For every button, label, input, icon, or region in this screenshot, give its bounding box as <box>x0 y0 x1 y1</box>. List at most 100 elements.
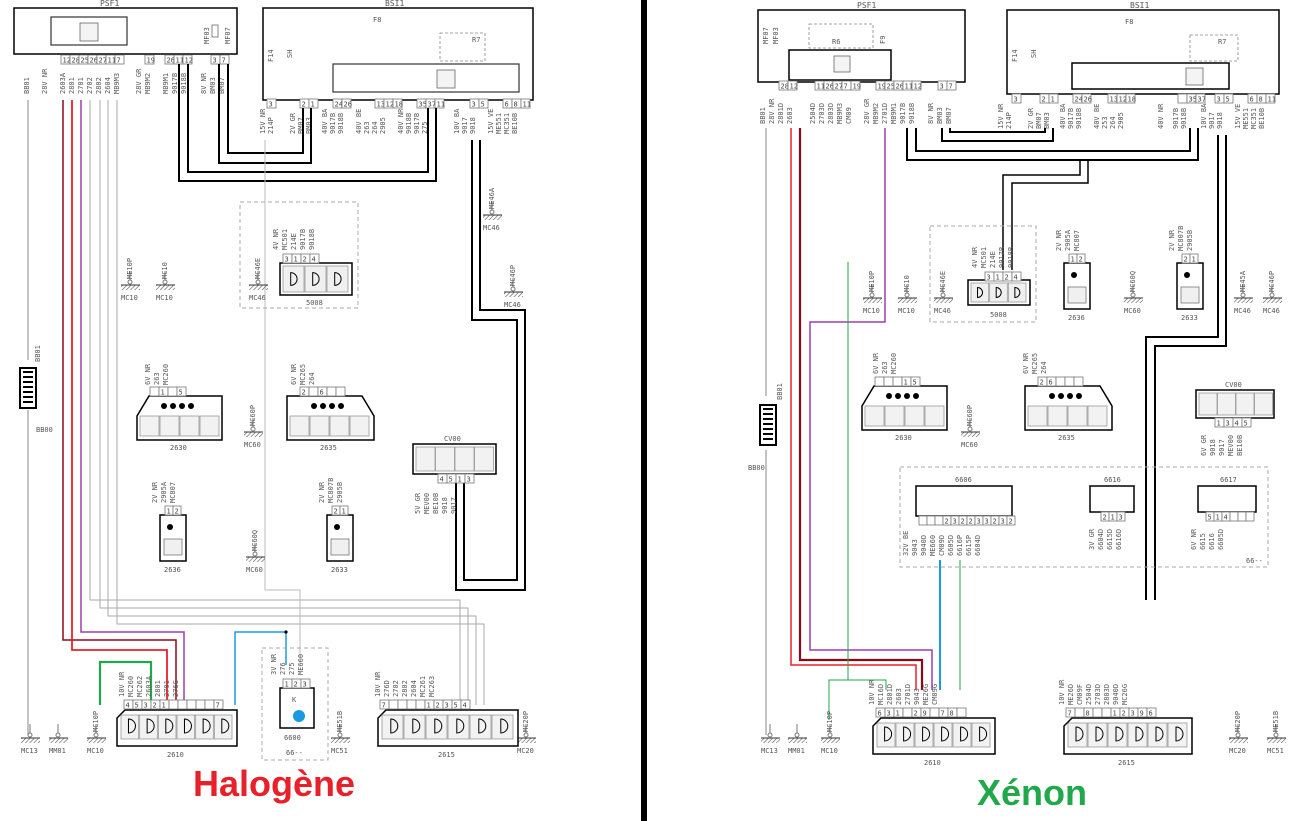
6617-pin-label: 4 <box>1224 514 1228 522</box>
ground-terminal <box>489 209 495 215</box>
bsi1-pin-label: 24 <box>335 101 343 109</box>
2630-wire-label: 6V NR <box>144 363 152 385</box>
wire-2603a <box>62 100 177 705</box>
wire-label: 2603A <box>145 675 153 697</box>
ground-label: MC46 <box>1234 307 1251 315</box>
lamp-icon <box>183 718 192 734</box>
bsi1-pin-label: 12 <box>386 101 394 109</box>
lamp-icon <box>146 718 155 734</box>
lamp-cell <box>491 714 514 740</box>
pin-cell <box>1116 511 1126 522</box>
lamp-icon <box>202 718 211 734</box>
6600-lamp-icon <box>293 710 305 722</box>
wire-label: MC807B <box>1177 226 1185 251</box>
lamp-cell <box>864 405 885 427</box>
6606-wire-label: CM09D <box>938 535 946 556</box>
wire-label: MC807 <box>1073 230 1081 251</box>
psf1-wire-label: 2703D <box>818 103 826 124</box>
ground-icon <box>517 738 536 743</box>
5008-pin-label: 1 <box>996 274 1000 282</box>
pin-cell <box>1074 707 1085 718</box>
psf1-pin-label: 3 <box>940 83 944 91</box>
lamp-icon <box>1014 286 1021 299</box>
pin-cell <box>1146 707 1157 718</box>
bulb-icon <box>1184 272 1190 278</box>
ground-label: MC46 <box>504 301 521 309</box>
bsi1-wire-label: 40V BE <box>355 109 363 134</box>
psf1-wire-label: 2604 <box>104 77 112 94</box>
lamp-cell <box>179 415 200 437</box>
5008-pin-label: 2 <box>1005 274 1009 282</box>
bus-9018b <box>187 64 429 173</box>
6616-pin-label: 2 <box>1103 514 1107 522</box>
psf1-wire-label: 9018B <box>908 103 916 124</box>
bsi1-wire-label: 9018B <box>1180 108 1188 129</box>
2635-wire-label: 264 <box>308 372 316 385</box>
bsi1-pin-label: 1 <box>311 101 315 109</box>
bsi1-wire-label: 9017 <box>461 117 469 134</box>
6600-id: 6600 <box>284 734 301 742</box>
bsi1-pin-label: 1 <box>1051 96 1055 104</box>
psf1-wire-label: 8V NR <box>200 72 208 94</box>
ground-wire-label: MC46P <box>509 265 517 286</box>
6606-wire-label: 9043 <box>911 539 919 556</box>
6606-pin-label: 2 <box>945 518 949 526</box>
wire-label: MC260 <box>127 676 135 697</box>
pin-cell <box>911 80 922 91</box>
psf1-wire-label: 28V GR <box>863 98 871 124</box>
lamp-icon <box>922 726 931 742</box>
fuse-label: MF07 <box>762 27 770 44</box>
pin-cell <box>956 707 967 718</box>
lamp-cell <box>1087 405 1108 427</box>
6606-wire-label: 32V BE <box>902 531 910 556</box>
6600-group: 66-- <box>286 749 303 757</box>
pin-cell <box>177 699 188 710</box>
lamp-cell <box>952 722 972 748</box>
ground-icon <box>863 298 882 303</box>
bsi1-wire-label: BE10B <box>511 113 519 134</box>
ground-wire-label: MC20P <box>522 711 530 732</box>
ground-terminal <box>93 732 99 738</box>
pin-label: 5 <box>135 702 139 710</box>
psf1-pin-label: 12 <box>790 83 798 91</box>
bus-9018 <box>463 140 518 581</box>
lamp-cell <box>120 714 140 740</box>
pin-cell <box>1011 271 1022 282</box>
wire-label: CM09G <box>931 684 939 705</box>
lamp-cell <box>1147 722 1168 748</box>
bsi1-wire-label: MC351 <box>1250 108 1258 129</box>
lamp-cell <box>876 722 896 748</box>
psf1-box <box>13 7 238 55</box>
wire-label: CM09F <box>1076 684 1084 705</box>
lamp-cell <box>326 265 349 293</box>
bsi1-wire-label: BM07 <box>297 117 305 134</box>
wire-label: 9040D <box>1112 684 1120 705</box>
pin-cell <box>910 376 921 387</box>
ground-label: MC10 <box>156 294 173 302</box>
ground-wire-label: ME45A <box>1239 270 1247 292</box>
ground-terminal <box>1130 292 1136 298</box>
pin-cell <box>341 98 352 109</box>
pin-label: 1 <box>427 702 431 710</box>
lamp-cell <box>139 415 160 437</box>
ground-label: MC10 <box>898 307 915 315</box>
bsi1-wire-label: 2V GR <box>1027 107 1035 129</box>
pin-cell <box>1177 93 1188 104</box>
ground-wire-label: MC20P <box>1234 711 1242 732</box>
pin-cell <box>460 699 471 710</box>
ground-label: MC60 <box>246 566 263 574</box>
6606-wire-label: 6616P <box>956 535 964 556</box>
pin-cell <box>144 54 155 65</box>
lamp-cell <box>159 415 180 437</box>
5008-pin-label: 4 <box>1014 274 1018 282</box>
bsi1-wire-label: 40V BE <box>1093 104 1101 129</box>
connector-id: 2633 <box>1181 314 1198 322</box>
psf1-wire-label: MB9M2 <box>872 103 880 124</box>
bsi1-wire-label: 2905 <box>379 117 387 134</box>
group-5008-boundary <box>929 225 1037 323</box>
bsi1-pin-label: 2 <box>1042 96 1046 104</box>
fuse-label: F9 <box>879 36 887 44</box>
wire-2701 <box>80 100 185 705</box>
ground-terminal <box>510 286 516 292</box>
cv00-wire-label: 9017 <box>1218 439 1226 456</box>
